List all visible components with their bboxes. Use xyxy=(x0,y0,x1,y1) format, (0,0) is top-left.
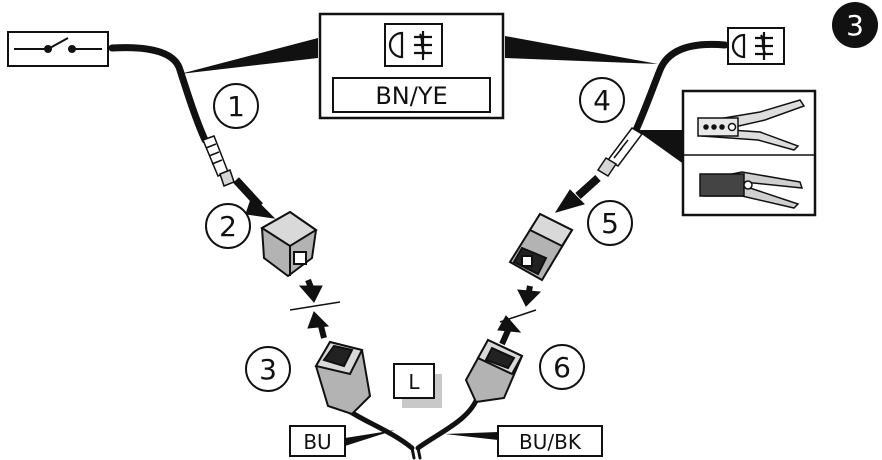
step-number: 3 xyxy=(846,9,864,42)
arrow-1-to-2 xyxy=(245,195,276,219)
callout-4: 4 xyxy=(579,77,625,123)
side-marker: L xyxy=(393,363,442,408)
wire-bottom-tail xyxy=(410,446,422,460)
wire-stripper-icon xyxy=(697,99,806,151)
fog-lamp-box-right xyxy=(727,27,785,65)
mating-arrows-left xyxy=(289,278,341,339)
wire-right-top xyxy=(632,40,729,134)
housing-left-bottom xyxy=(314,340,372,416)
wire-color-box-right: BU/BK xyxy=(497,425,603,457)
switch-icon xyxy=(14,37,102,53)
arrow-4-to-5 xyxy=(554,189,585,213)
terminal-right xyxy=(596,127,644,178)
fog-lamp-icon xyxy=(731,32,773,60)
pointer-to-tools xyxy=(636,130,685,165)
mating-arrows-right xyxy=(497,285,542,346)
crimping-tool-icon xyxy=(699,171,804,209)
pointer-left-to-box xyxy=(180,38,318,74)
terminal-left xyxy=(202,135,235,187)
wire-color-box-left: BU xyxy=(289,425,346,457)
wire-bottom-right xyxy=(415,393,481,451)
center-label-box: BN/YE xyxy=(318,12,505,120)
callout-number: 6 xyxy=(553,351,571,384)
housing-right-top xyxy=(508,212,574,282)
callout-number: 2 xyxy=(219,210,237,243)
label-pointers xyxy=(180,36,658,446)
pointer-right-to-box xyxy=(505,36,658,64)
arrows xyxy=(233,175,601,219)
wire-color-label-left: BU xyxy=(303,430,331,454)
switch-box xyxy=(7,31,109,67)
tools-box xyxy=(636,89,817,217)
housing-left-top xyxy=(260,210,318,278)
pointer-left-bottom xyxy=(345,430,395,446)
callout-number: 4 xyxy=(593,84,611,117)
wire-color-label-top: BN/YE xyxy=(375,82,447,110)
wire-color-label-right: BU/BK xyxy=(519,430,582,454)
step-badge: 3 xyxy=(832,2,878,48)
callout-number: 1 xyxy=(227,90,245,123)
pointer-right-bottom xyxy=(445,432,498,440)
callout-number: 3 xyxy=(259,353,277,386)
side-marker-label: L xyxy=(408,370,420,394)
wire-left-top xyxy=(108,44,209,144)
callout-6: 6 xyxy=(539,344,585,390)
callout-2: 2 xyxy=(205,203,251,249)
fog-lamp-icon xyxy=(388,31,432,60)
callout-3: 3 xyxy=(245,346,291,392)
housing-right-bottom xyxy=(464,338,524,404)
callout-1: 1 xyxy=(213,83,259,129)
callout-5: 5 xyxy=(587,200,633,246)
callout-number: 5 xyxy=(601,207,619,240)
